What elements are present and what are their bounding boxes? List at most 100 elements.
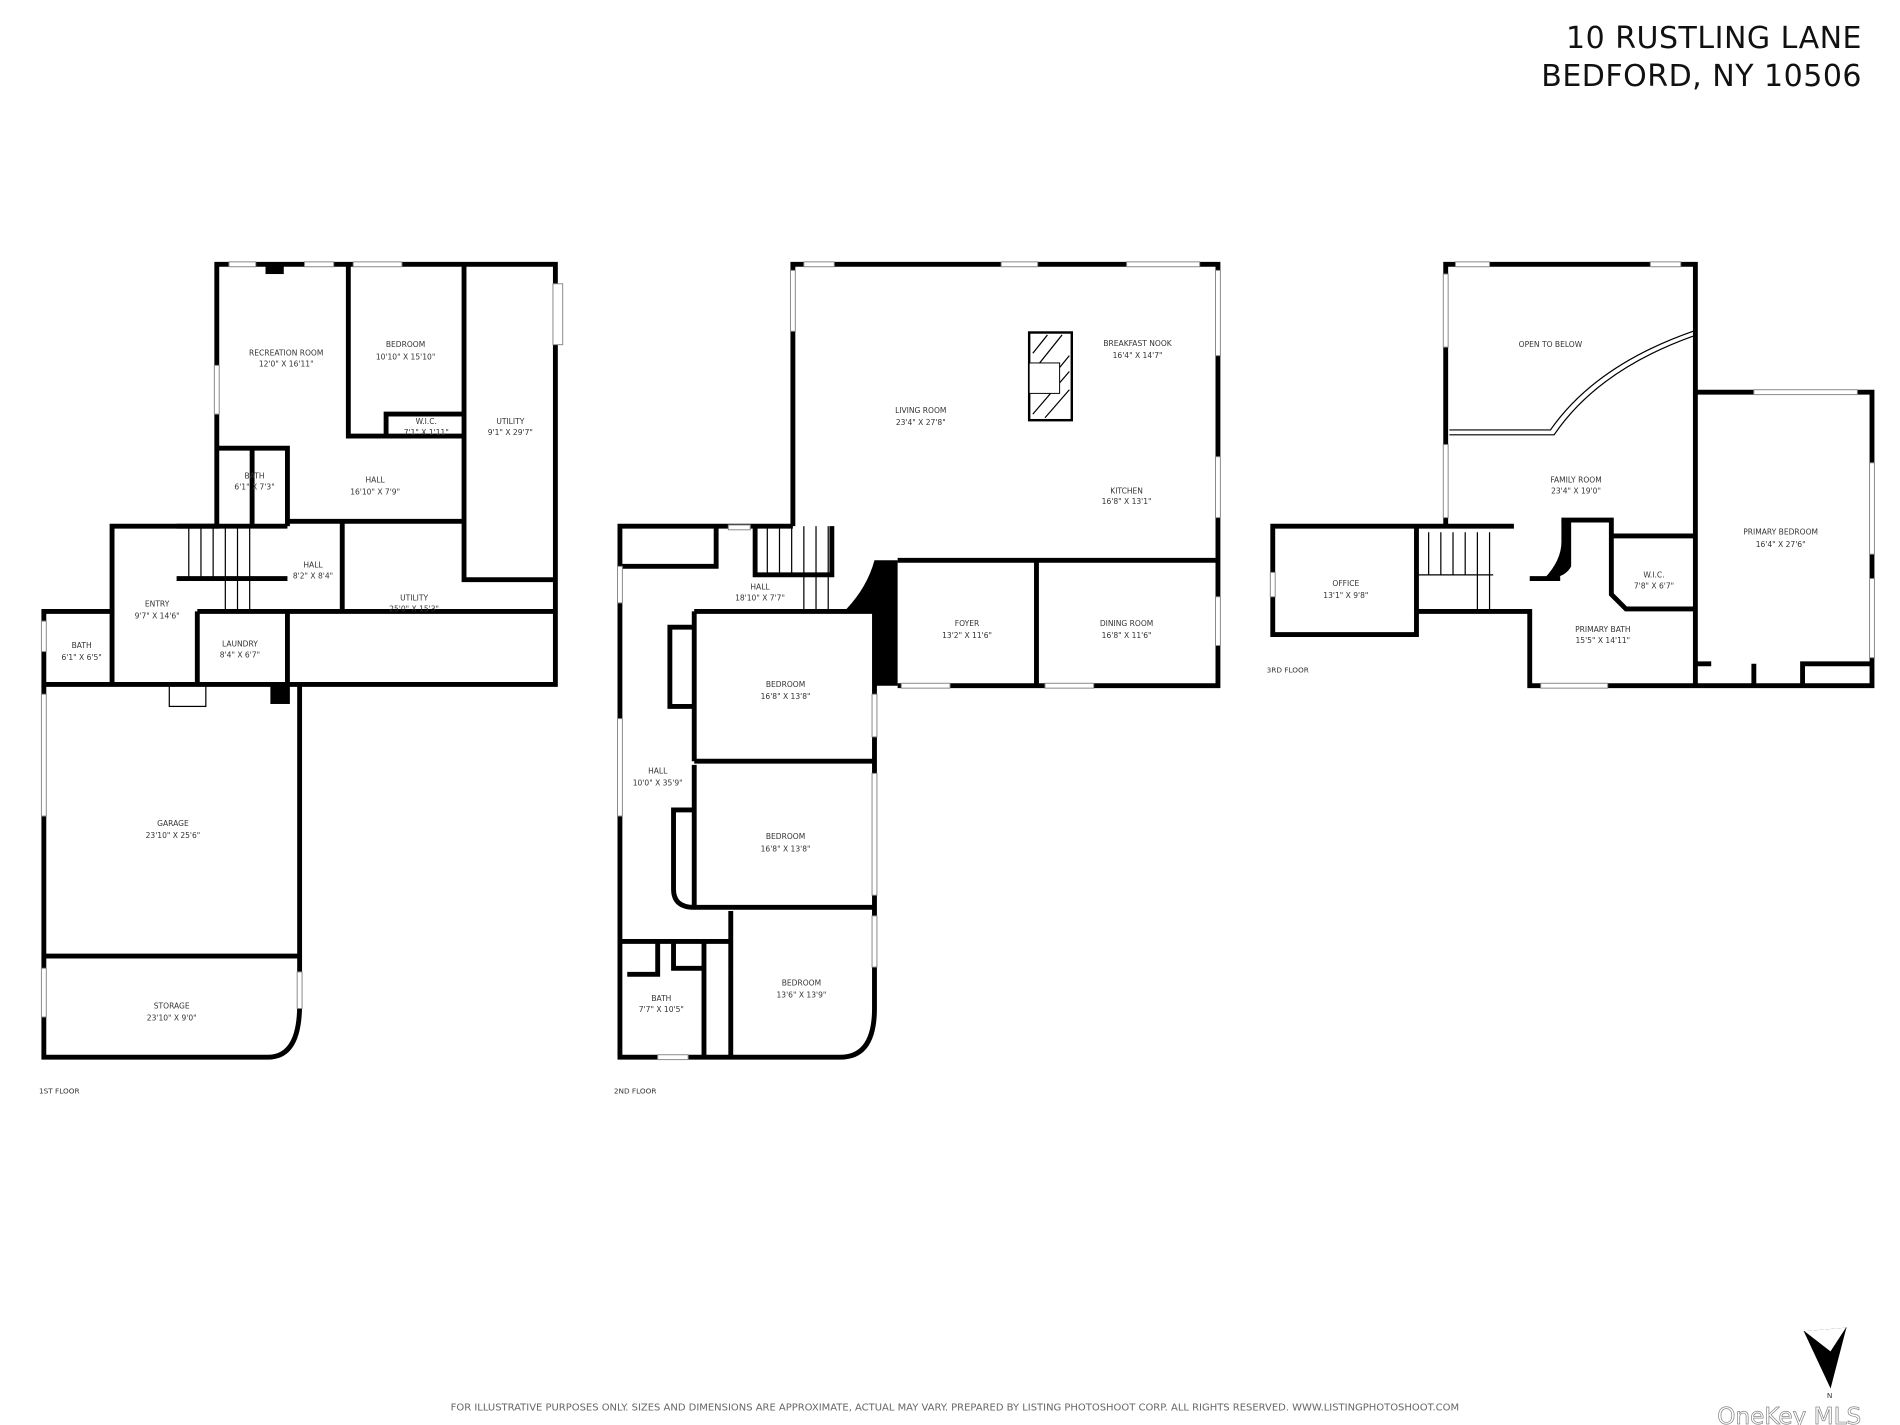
room-dims: 6'1" X 6'5" — [61, 653, 101, 662]
room-name: PRIMARY BATH — [1575, 625, 1631, 634]
room-name: BATH — [72, 641, 92, 650]
room-dims: 16'4" X 14'7" — [1113, 351, 1163, 360]
room-name: UTILITY — [496, 417, 524, 426]
window — [617, 565, 623, 604]
onekey-mls-watermark: OneKey MLS — [1717, 1404, 1861, 1425]
room-dims: 12'0" X 16'11" — [259, 360, 314, 369]
floor-1-plan: RECREATION ROOM 12'0" X 16'11" BEDROOM 1… — [39, 261, 564, 1096]
window — [1753, 389, 1858, 396]
window — [1215, 269, 1221, 357]
window — [871, 915, 878, 968]
room-dims: 23'4" X 19'0" — [1551, 486, 1601, 495]
room-name: BEDROOM — [782, 978, 821, 987]
chimney — [265, 264, 284, 275]
floor-3-inner-walls — [1414, 392, 1872, 686]
window — [304, 261, 335, 268]
room-dims: 9'1" X 29'7" — [488, 428, 533, 437]
window — [1215, 456, 1221, 519]
north-arrow-icon: N — [1803, 1327, 1847, 1400]
room-name: FAMILY ROOM — [1550, 475, 1601, 484]
floor-3-plan: OPEN TO BELOW FAMILY ROOM 23'4" X 19'0" … — [1267, 261, 1875, 689]
room-dims: 23'10" X 25'6" — [146, 831, 201, 840]
window — [871, 693, 878, 738]
compass-label: N — [1827, 1391, 1832, 1400]
room-dims: 16'8" X 11'6" — [1102, 631, 1152, 640]
room-dims: 18'10" X 7'7" — [735, 593, 785, 602]
column — [270, 684, 290, 704]
room-name: KITCHEN — [1110, 486, 1143, 495]
room-dims: 9'7" X 14'6" — [135, 612, 180, 621]
window — [1869, 578, 1875, 659]
room-name: BEDROOM — [386, 340, 425, 349]
room-dims: 8'2" X 8'4" — [293, 572, 333, 581]
room-name: LAUNDRY — [222, 640, 258, 649]
stairs-icon — [188, 526, 251, 612]
window — [296, 971, 303, 1009]
window — [1454, 261, 1491, 268]
room-dims: 16'8" X 13'8" — [761, 692, 811, 701]
floor-label: 3RD FLOOR — [1267, 665, 1309, 674]
room-name: RECREATION ROOM — [249, 349, 323, 358]
window — [789, 269, 796, 332]
garage-step — [168, 683, 207, 708]
room-dims: 13'6" X 13'9" — [776, 991, 826, 1000]
window — [803, 261, 835, 268]
window — [900, 682, 951, 689]
window — [1869, 462, 1875, 555]
address-line-1: 10 RUSTLING LANE — [1566, 21, 1862, 56]
room-dims: 10'0" X 35'9" — [633, 779, 683, 788]
disclaimer: FOR ILLUSTRATIVE PURPOSES ONLY. SIZES AN… — [451, 1402, 1459, 1413]
room-dims: 6'1" X 7'3" — [234, 483, 274, 492]
room-name: ENTRY — [145, 600, 170, 609]
window — [871, 772, 878, 896]
window — [1269, 571, 1276, 598]
room-dims: 8'4" X 6'7" — [220, 651, 260, 660]
window — [40, 620, 47, 653]
window — [1126, 261, 1201, 268]
room-name: UTILITY — [400, 593, 428, 602]
room-dims: 16'8" X 13'8" — [761, 844, 811, 853]
room-dims: 7'1" X 1'11" — [404, 428, 449, 437]
floor-1-outer-walls — [41, 261, 558, 1060]
room-name: FOYER — [955, 619, 980, 628]
room-dims: 16'10" X 7'9" — [350, 487, 400, 496]
window — [1540, 682, 1609, 689]
room-dims: 7'7" X 10'5" — [639, 1005, 684, 1014]
wall-curve — [1544, 520, 1572, 579]
wall-mass — [846, 560, 898, 686]
room-dims: 16'4" X 27'6" — [1756, 540, 1806, 549]
room-dims: 16'8" X 13'1" — [1102, 497, 1152, 506]
room-dims: 25'0" X 15'3" — [389, 604, 439, 613]
room-dims: 23'4" X 27'8" — [896, 418, 946, 427]
room-name: BEDROOM — [766, 832, 805, 841]
window — [228, 261, 257, 268]
room-name: HALL — [366, 475, 386, 484]
stairs-icon — [766, 526, 829, 612]
room-name: BATH — [651, 994, 671, 1003]
room-name: BATH — [245, 472, 265, 481]
room-name: HALL — [303, 561, 323, 570]
room-dims: 13'1" X 9'8" — [1323, 591, 1368, 600]
stairs-icon — [1416, 532, 1494, 612]
window — [352, 261, 403, 268]
window — [1442, 273, 1449, 348]
room-dims: 23'10" X 9'0" — [147, 1014, 197, 1023]
room-name: W.I.C. — [1643, 570, 1664, 579]
property-address: 10 RUSTLING LANE BEDFORD, NY 10506 — [1541, 20, 1862, 96]
room-dims: 10'10" X 15'10" — [376, 352, 435, 361]
window — [727, 524, 751, 531]
room-dims: 7'8" X 6'7" — [1634, 581, 1674, 590]
room-name: OPEN TO BELOW — [1519, 340, 1583, 349]
window — [1000, 261, 1039, 268]
room-name: HALL — [750, 582, 770, 591]
floor-2-inner-walls — [619, 526, 1218, 1058]
room-name: GARAGE — [157, 819, 189, 828]
address-line-2: BEDFORD, NY 10506 — [1541, 59, 1862, 94]
room-name: BREAKFAST NOOK — [1103, 339, 1172, 348]
floor-label: 2ND FLOOR — [614, 1087, 657, 1096]
room-name: PRIMARY BEDROOM — [1743, 528, 1818, 537]
floor-2-plan: LIVING ROOM 23'4" X 27'8" BREAKFAST NOOK… — [614, 261, 1221, 1096]
floor-label: 1ST FLOOR — [39, 1087, 80, 1096]
room-name: BEDROOM — [766, 680, 805, 689]
